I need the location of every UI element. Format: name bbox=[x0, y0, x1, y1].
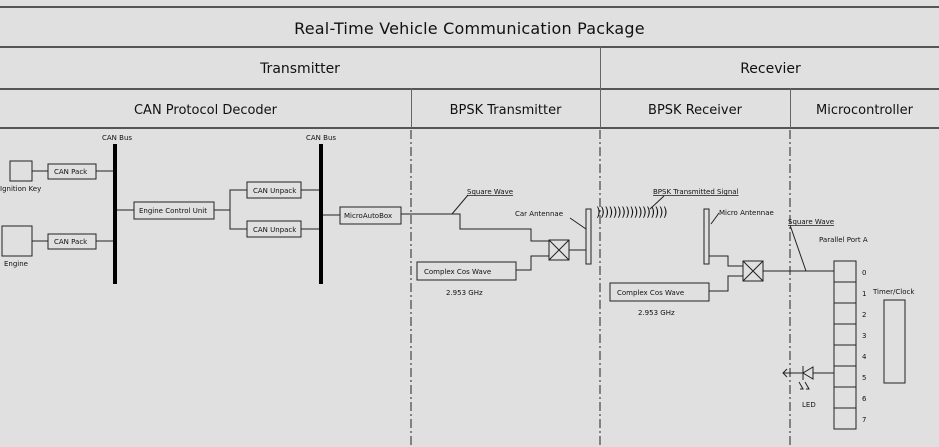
can-bus-1 bbox=[113, 144, 117, 284]
micro-antennae-label: Micro Antennae bbox=[719, 209, 774, 217]
port-pin-label: 1 bbox=[862, 290, 866, 298]
port-pin-label: 2 bbox=[862, 311, 866, 319]
complex-cos-rx-label: Complex Cos Wave bbox=[617, 289, 684, 297]
car-antennae-block bbox=[585, 208, 592, 265]
port-pin-cell bbox=[833, 407, 857, 430]
timer-clock-label: Timer/Clock bbox=[872, 288, 915, 296]
engine-block bbox=[1, 225, 33, 257]
port-pin-label: 5 bbox=[862, 374, 866, 382]
bpsk-signal-label: BPSK Transmitted Signal bbox=[653, 188, 739, 196]
port-pin-cell bbox=[833, 281, 857, 304]
port-pin-label: 3 bbox=[862, 332, 866, 340]
diagram-top-border bbox=[0, 127, 939, 129]
port-pin-cell bbox=[833, 260, 857, 283]
port-pin-cell bbox=[833, 344, 857, 367]
subsection-bpsk-transmitter: BPSK Transmitter bbox=[411, 88, 600, 130]
can-unpack-2-label: CAN Unpack bbox=[253, 226, 297, 234]
header-divider-2 bbox=[600, 88, 602, 128]
header-divider-3 bbox=[790, 88, 792, 128]
engine-label: Engine bbox=[4, 260, 28, 268]
ignition-key-block bbox=[9, 160, 33, 182]
port-pin-cell bbox=[833, 323, 857, 346]
port-pin-label: 6 bbox=[862, 395, 867, 403]
parallel-port-label: Parallel Port A bbox=[819, 236, 868, 244]
complex-cos-tx-block bbox=[416, 261, 517, 281]
can-bus-2-label: CAN Bus bbox=[306, 134, 336, 142]
led-label: LED bbox=[802, 401, 816, 409]
port-pin-cell bbox=[833, 365, 857, 388]
radio-waves: ))))))))))))))))) bbox=[596, 205, 667, 219]
subsection-can-decoder: CAN Protocol Decoder bbox=[0, 88, 411, 130]
square-wave-rx-label: Square Wave bbox=[788, 218, 834, 226]
complex-cos-rx-block bbox=[609, 282, 710, 302]
can-bus-1-label: CAN Bus bbox=[102, 134, 132, 142]
port-pin-cell bbox=[833, 302, 857, 325]
freq-tx-label: 2.953 GHz bbox=[446, 289, 483, 297]
section-receiver: Recevier bbox=[600, 46, 939, 90]
ignition-key-label: Ignition Key bbox=[0, 185, 41, 193]
header-divider-1 bbox=[411, 88, 413, 128]
page-title: Real-Time Vehicle Communication Package bbox=[0, 6, 939, 48]
square-wave-tx-label: Square Wave bbox=[467, 188, 513, 196]
can-pack-2-label: CAN Pack bbox=[54, 238, 88, 246]
car-antennae-label: Car Antennae bbox=[515, 210, 563, 218]
section-transmitter: Transmitter bbox=[0, 46, 600, 90]
engine-control-unit-label: Engine Control Unit bbox=[139, 207, 207, 215]
can-unpack-1-label: CAN Unpack bbox=[253, 187, 297, 195]
subsection-microcontroller: Microcontroller bbox=[790, 88, 939, 130]
port-pin-label: 4 bbox=[862, 353, 867, 361]
timer-clock-block bbox=[883, 299, 906, 384]
led-diode bbox=[802, 366, 814, 380]
microautobox-label: MicroAutoBox bbox=[344, 212, 392, 220]
micro-antennae-block bbox=[703, 208, 710, 265]
port-pin-label: 0 bbox=[862, 269, 866, 277]
freq-rx-label: 2.953 GHz bbox=[638, 309, 675, 317]
can-bus-2 bbox=[319, 144, 323, 284]
port-pin-cell bbox=[833, 386, 857, 409]
microautobox-block bbox=[339, 206, 402, 225]
subsection-bpsk-receiver: BPSK Receiver bbox=[600, 88, 790, 130]
can-pack-1-label: CAN Pack bbox=[54, 168, 88, 176]
port-pin-label: 7 bbox=[862, 416, 866, 424]
complex-cos-tx-label: Complex Cos Wave bbox=[424, 268, 491, 276]
parallel-port-a: 0 1 2 3 4 5 6 7 bbox=[833, 260, 867, 430]
